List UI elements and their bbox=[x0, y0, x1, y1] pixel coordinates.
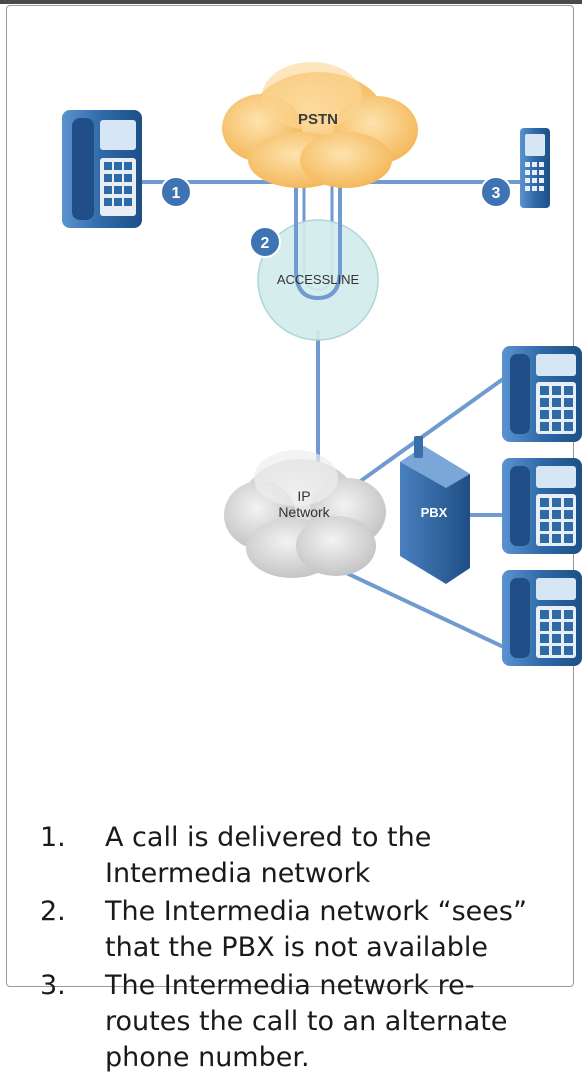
desk-phone-left-icon bbox=[62, 110, 142, 228]
pstn-cloud: PSTN bbox=[222, 62, 418, 188]
step-number-1: 1. bbox=[40, 822, 66, 853]
step-marker-1: 1 bbox=[160, 176, 192, 208]
step-marker-3-label: 3 bbox=[492, 185, 501, 202]
ip-network-label-line1: IP bbox=[297, 488, 310, 504]
ip-to-phone-top-line bbox=[346, 372, 512, 492]
step-item-3: 3. The Intermedia network re- routes the… bbox=[40, 968, 570, 1076]
step-text-1-line1: A call is delivered to the bbox=[105, 822, 432, 853]
pbx-device: PBX bbox=[400, 436, 470, 584]
mobile-phone-icon bbox=[520, 128, 550, 208]
step-marker-3: 3 bbox=[480, 176, 512, 208]
step-text-3-line2: routes the call to an alternate bbox=[105, 1006, 508, 1037]
step-marker-2: 2 bbox=[249, 226, 281, 258]
step-number-2: 2. bbox=[40, 896, 66, 927]
desk-phone-top-right-icon bbox=[502, 346, 582, 442]
step-item-1: 1. A call is delivered to the Intermedia… bbox=[40, 820, 570, 892]
step-marker-1-label: 1 bbox=[172, 185, 181, 202]
accessline-label: ACCESSLINE bbox=[277, 272, 360, 287]
ip-network-cloud: IP Network bbox=[224, 450, 386, 578]
desk-phone-middle-right-icon bbox=[502, 458, 582, 554]
ip-to-phone-bottom-line bbox=[339, 568, 511, 652]
pbx-label: PBX bbox=[421, 505, 448, 520]
step-number-3: 3. bbox=[40, 970, 66, 1001]
step-text-3-line1: The Intermedia network re- bbox=[105, 970, 475, 1001]
network-diagram: PSTN ACCESSLINE IP Network PBX bbox=[62, 62, 582, 666]
step-item-2: 2. The Intermedia network “sees” that th… bbox=[40, 894, 570, 966]
window-top-border bbox=[0, 0, 582, 4]
ip-network-label-line2: Network bbox=[278, 504, 330, 520]
step-text-3-line3: phone number. bbox=[105, 1042, 310, 1073]
step-text-2-line1: The Intermedia network “sees” bbox=[105, 896, 527, 927]
step-text-2-line2: that the PBX is not available bbox=[105, 932, 489, 963]
desk-phone-bottom-right-icon bbox=[502, 570, 582, 666]
steps-list: 1. A call is delivered to the Intermedia… bbox=[40, 820, 570, 1078]
step-text-1-line2: Intermedia network bbox=[105, 858, 371, 889]
pstn-label: PSTN bbox=[298, 111, 338, 128]
accessline-node: ACCESSLINE bbox=[257, 219, 379, 341]
step-marker-2-label: 2 bbox=[261, 235, 270, 252]
